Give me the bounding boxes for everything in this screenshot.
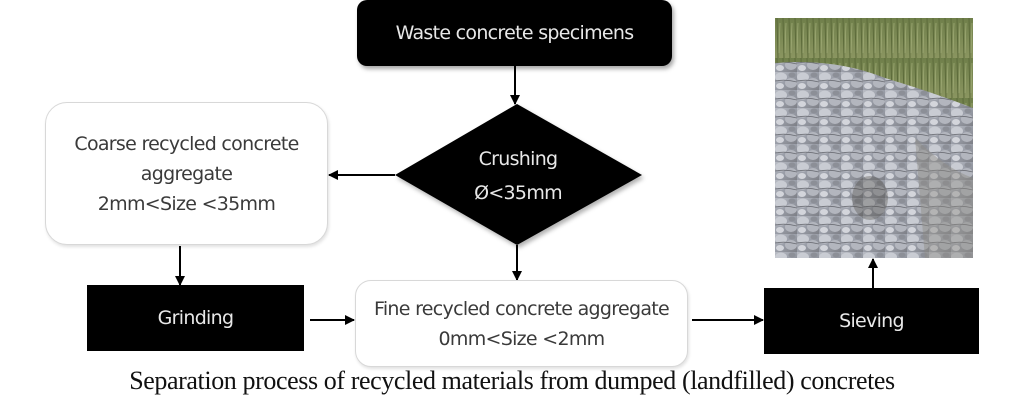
coarse-label-line1: Coarse recycled concrete xyxy=(74,132,299,155)
fine-size-label: 0mm<Size <2mm xyxy=(438,327,606,350)
figure-caption: Separation process of recycled materials… xyxy=(129,366,895,395)
sieving-label: Sieving xyxy=(839,310,904,332)
waste-concrete-label: Waste concrete specimens xyxy=(395,22,635,44)
fine-label: Fine recycled concrete aggregate xyxy=(374,297,670,320)
grinding-node: Grinding xyxy=(87,285,304,351)
coarse-size-label: 2mm<Size <35mm xyxy=(97,192,276,215)
fine-aggregate-node: Fine recycled concrete aggregate 0mm<Siz… xyxy=(355,280,688,367)
coarse-aggregate-node: Coarse recycled concrete aggregate 2mm<S… xyxy=(45,102,328,245)
crushing-label: Crushing xyxy=(478,148,559,170)
waste-concrete-node: Waste concrete specimens xyxy=(357,0,672,66)
aggregate-photo xyxy=(775,18,973,258)
grinding-label: Grinding xyxy=(157,307,234,329)
crushing-size-label: Ø<35mm xyxy=(474,182,563,204)
crushing-diamond xyxy=(395,104,642,245)
crushing-node-text: Crushing Ø<35mm xyxy=(420,140,616,212)
sieving-node: Sieving xyxy=(764,288,979,354)
coarse-label-line2: aggregate xyxy=(140,162,233,185)
aggregate-photo-image xyxy=(775,18,973,258)
